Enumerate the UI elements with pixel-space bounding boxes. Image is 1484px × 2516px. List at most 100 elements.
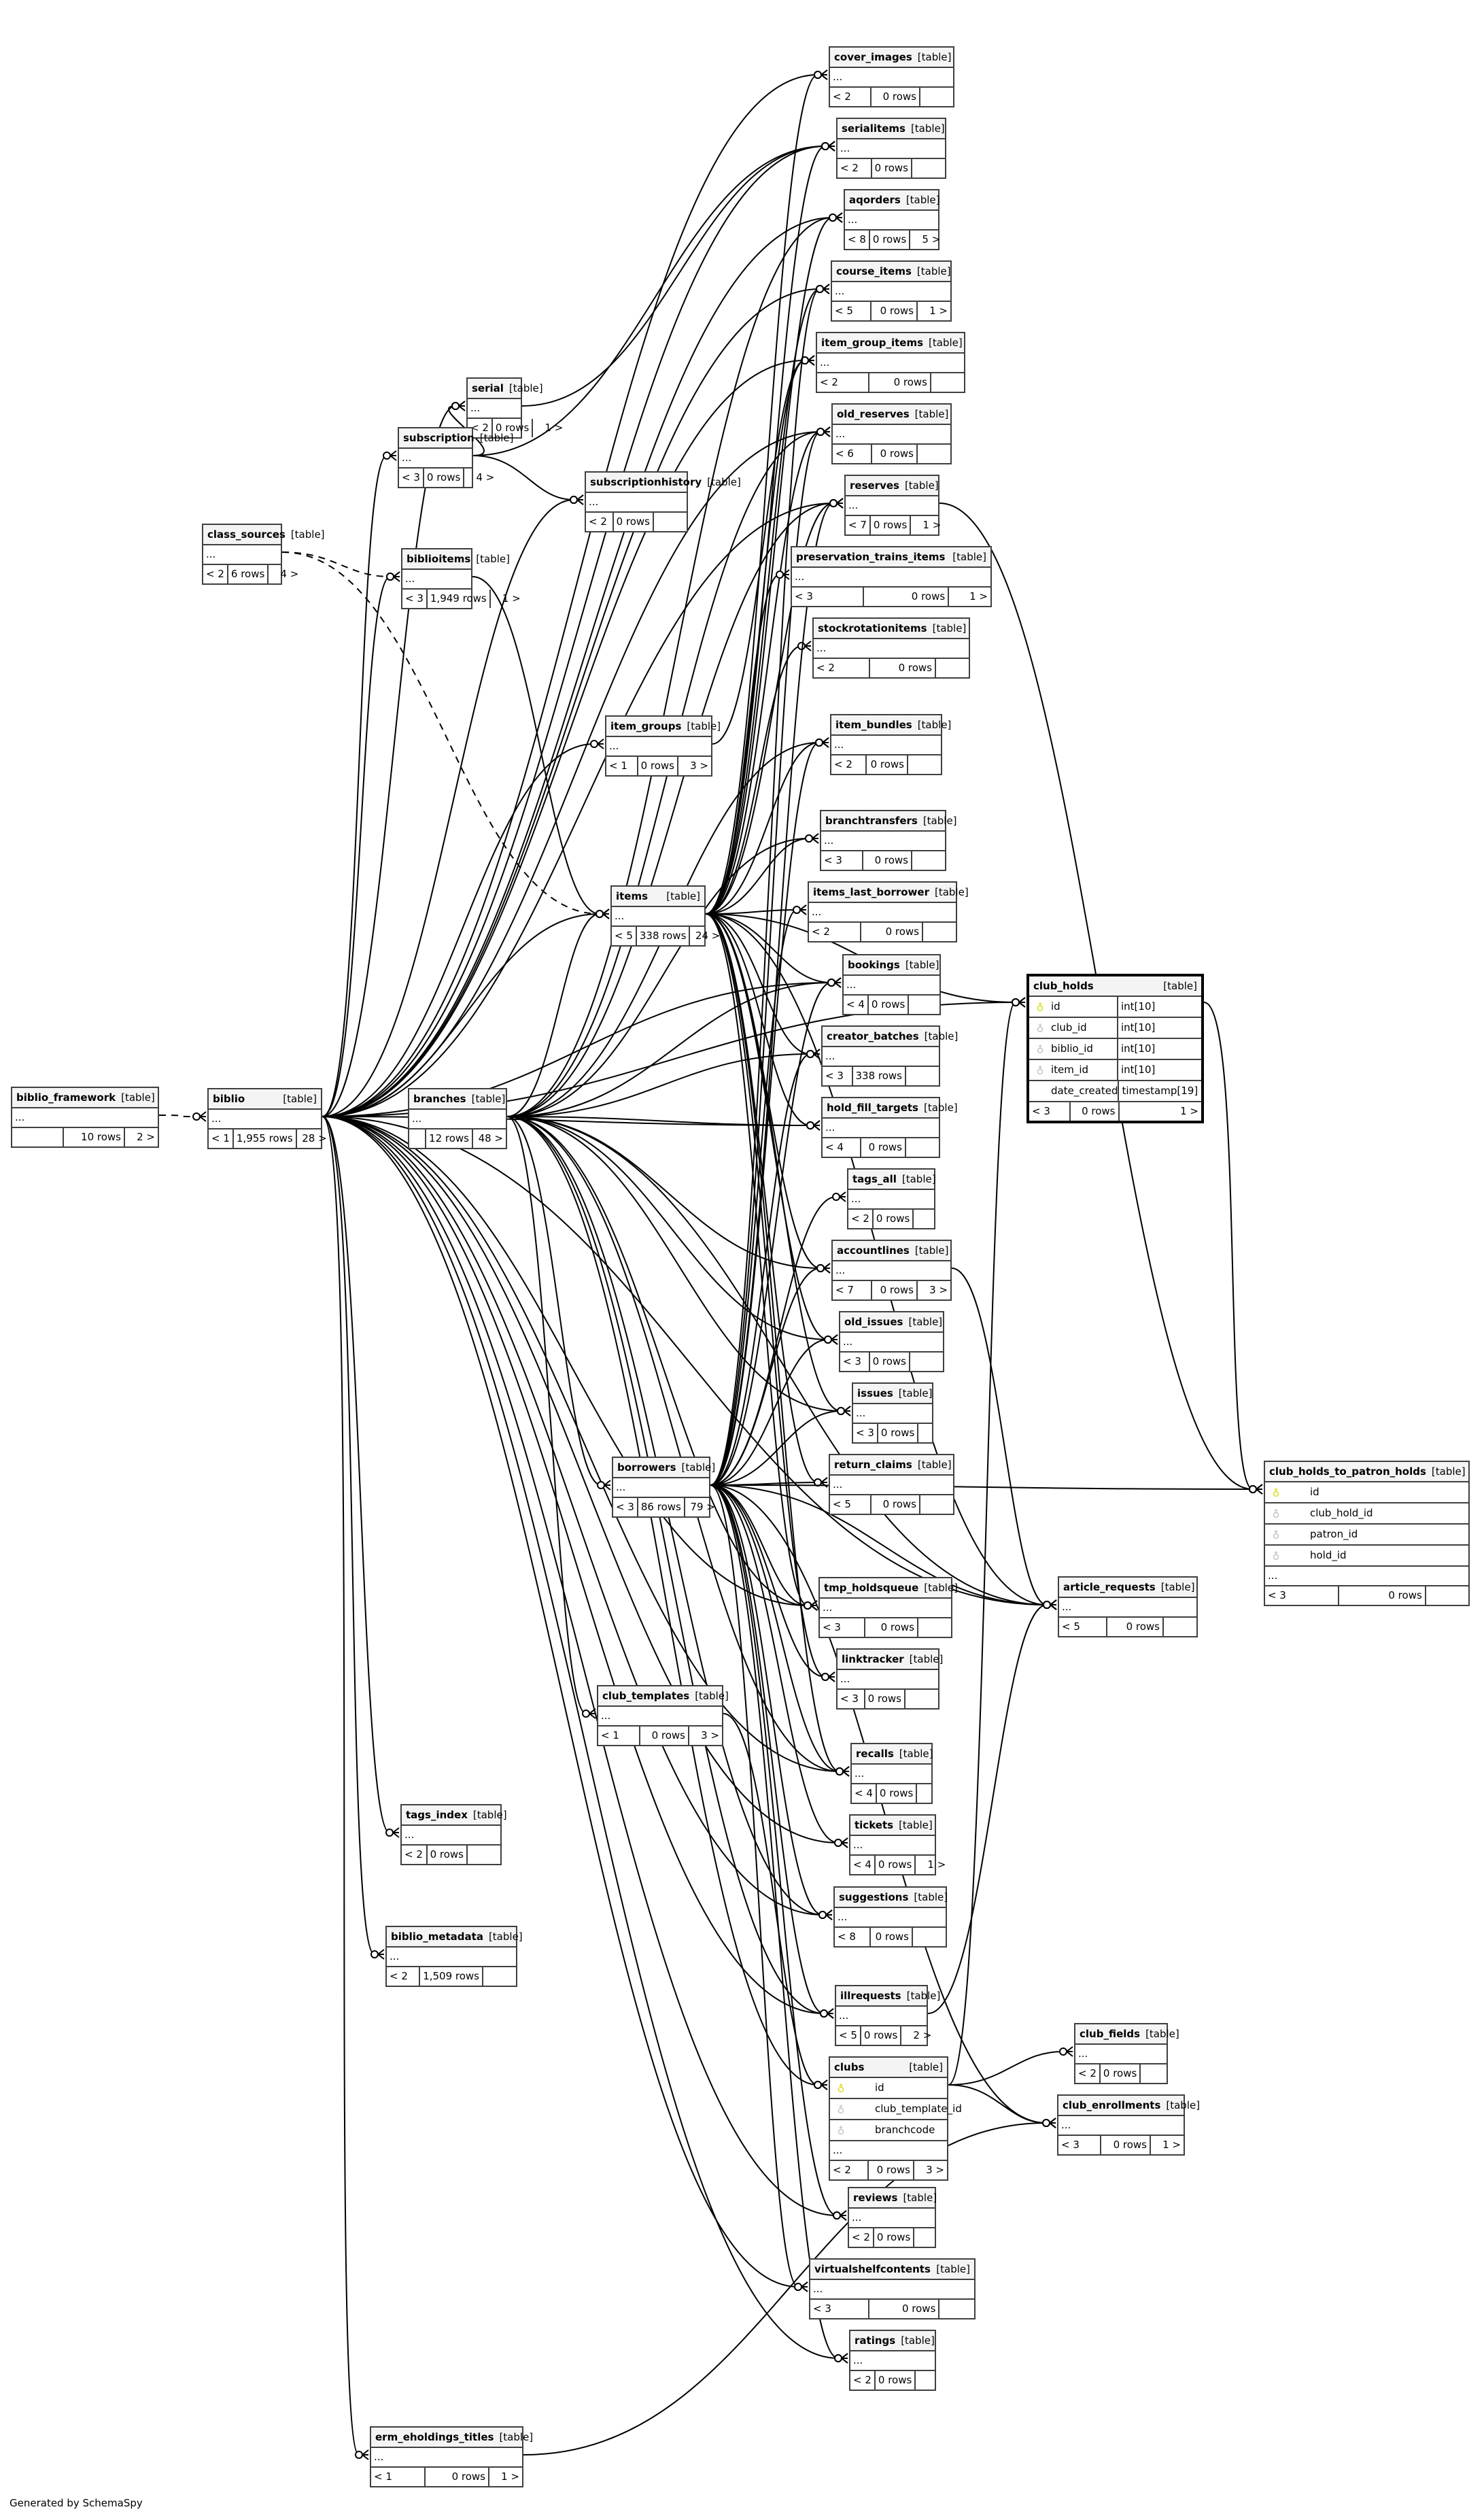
more-columns[interactable]: ... — [838, 1670, 938, 1690]
more-columns[interactable]: ... — [402, 570, 471, 590]
children-count[interactable] — [936, 659, 969, 677]
children-count[interactable] — [468, 1846, 500, 1864]
column-row[interactable]: ♀ club_hold_id — [1265, 1503, 1468, 1525]
more-columns[interactable]: ... — [830, 1476, 953, 1495]
parents-count[interactable]: < 3 — [821, 851, 863, 870]
table-club_holds[interactable]: club_holds [table] ♀ id int[10] ♀ club_i… — [1026, 974, 1204, 1123]
children-count[interactable]: 48 > — [478, 1132, 503, 1144]
children-count[interactable] — [916, 2371, 948, 2390]
table-illrequests[interactable]: illrequests [table] ... < 5 0 rows 2 > — [835, 1985, 940, 2046]
table-tags_all[interactable]: tags_all [table] ... < 2 0 rows — [847, 1168, 936, 1229]
children-count[interactable] — [1164, 1618, 1196, 1636]
parents-count[interactable]: < 5 — [612, 927, 637, 945]
more-columns[interactable]: ... — [848, 1190, 934, 1210]
parents-count[interactable]: < 8 — [845, 231, 870, 249]
more-columns[interactable]: ... — [835, 1908, 946, 1928]
parents-count[interactable]: < 2 — [1075, 2064, 1101, 2083]
table-return_claims[interactable]: return_claims [table] ... < 5 0 rows — [829, 1454, 954, 1515]
parents-count[interactable]: < 3 — [840, 1353, 870, 1371]
table-items[interactable]: items [table] ... < 5 338 rows 24 > — [610, 885, 720, 947]
table-item_group_items[interactable]: item_group_items [table] ... < 2 0 rows — [816, 332, 965, 393]
children-count[interactable]: 28 > — [302, 1132, 327, 1144]
more-columns[interactable]: ... — [849, 2209, 935, 2228]
table-creator_batches[interactable]: creator_batches [table] ... < 3 338 rows — [821, 1025, 958, 1087]
table-stockrotationitems[interactable]: stockrotationitems [table] ... < 2 0 row… — [812, 617, 970, 679]
table-virtualshelfcontents[interactable]: virtualshelfcontents [table] ... < 3 0 r… — [809, 2258, 976, 2319]
more-columns[interactable]: ... — [830, 2141, 947, 2161]
table-tmp_holdsqueue[interactable]: tmp_holdsqueue [table] ... < 3 0 rows — [818, 1577, 958, 1638]
more-columns[interactable]: ... — [409, 1110, 506, 1129]
table-reserves[interactable]: reserves [table] ... < 7 0 rows 1 > — [844, 475, 941, 536]
table-subscriptionhistory[interactable]: subscriptionhistory [table] ... < 2 0 ro… — [585, 471, 741, 532]
children-count[interactable]: 4 > — [280, 568, 299, 580]
table-bookings[interactable]: bookings [table] ... < 4 0 rows — [842, 954, 941, 1015]
table-biblioitems[interactable]: biblioitems [table] ... < 3 1,949 rows 1… — [401, 548, 521, 609]
children-count[interactable]: 1 > — [1162, 2139, 1181, 2151]
more-columns[interactable]: ... — [1058, 2116, 1184, 2136]
table-branches[interactable]: branches [table] ... 12 rows 48 > — [408, 1088, 507, 1149]
parents-count[interactable]: < 3 — [810, 2300, 870, 2318]
parents-count[interactable]: < 2 — [838, 159, 872, 177]
children-count[interactable]: 24 > — [695, 930, 721, 942]
table-erm_eholdings_titles[interactable]: erm_eholdings_titles [table] ... < 1 0 r… — [370, 2426, 533, 2487]
children-count[interactable] — [483, 1967, 516, 1986]
more-columns[interactable]: ... — [823, 1119, 939, 1138]
children-count[interactable]: 4 > — [476, 471, 495, 483]
children-count[interactable]: 3 > — [926, 2164, 944, 2176]
table-items_last_borrower[interactable]: items_last_borrower [table] ... < 2 0 ro… — [808, 881, 969, 942]
children-count[interactable]: 1 > — [545, 422, 564, 434]
children-count[interactable] — [1426, 1586, 1468, 1605]
table-tickets[interactable]: tickets [table] ... < 4 0 rows 1 > — [849, 1814, 946, 1875]
more-columns[interactable]: ... — [606, 737, 711, 757]
table-hold_fill_targets[interactable]: hold_fill_targets [table] ... < 4 0 rows — [821, 1097, 958, 1158]
parents-count[interactable]: < 2 — [831, 755, 867, 774]
table-article_requests[interactable]: article_requests [table] ... < 5 0 rows — [1058, 1576, 1198, 1637]
children-count[interactable] — [1141, 2064, 1173, 2083]
table-issues[interactable]: issues [table] ... < 3 0 rows — [852, 1382, 933, 1444]
children-count[interactable]: 5 > — [922, 233, 941, 245]
more-columns[interactable]: ... — [836, 2007, 927, 2026]
parents-count[interactable]: < 2 — [387, 1967, 421, 1986]
children-count[interactable] — [914, 2228, 947, 2247]
parents-count[interactable]: < 4 — [852, 1784, 877, 1803]
more-columns[interactable]: ... — [846, 496, 938, 516]
children-count[interactable] — [918, 1618, 951, 1637]
table-biblio_metadata[interactable]: biblio_metadata [table] ... < 2 1,509 ro… — [385, 1926, 523, 1987]
parents-count[interactable]: < 8 — [835, 1928, 872, 1946]
more-columns[interactable]: ... — [821, 832, 945, 851]
more-columns[interactable]: ... — [844, 976, 939, 996]
parents-count[interactable]: < 5 — [1059, 1618, 1107, 1636]
children-count[interactable] — [905, 1690, 938, 1708]
more-columns[interactable]: ... — [613, 1478, 709, 1498]
children-count[interactable]: 2 > — [913, 2029, 932, 2041]
more-columns[interactable]: ... — [830, 68, 953, 88]
more-columns[interactable]: ... — [840, 1333, 943, 1353]
parents-count[interactable]: < 2 — [814, 659, 870, 677]
children-count[interactable] — [920, 1495, 953, 1514]
children-count[interactable]: 1 > — [502, 592, 521, 605]
more-columns[interactable]: ... — [399, 449, 472, 469]
more-columns[interactable]: ... — [12, 1108, 158, 1128]
children-count[interactable]: 1 > — [927, 1858, 946, 1871]
children-count[interactable]: 1 > — [501, 2470, 519, 2483]
parents-count[interactable]: < 2 — [809, 923, 862, 941]
children-count[interactable] — [912, 851, 945, 870]
more-columns[interactable]: ... — [203, 545, 281, 565]
more-columns[interactable]: ... — [387, 1948, 516, 1967]
parents-count[interactable]: < 3 — [399, 469, 424, 487]
parents-count[interactable]: < 2 — [468, 419, 493, 437]
column-row[interactable]: ♀ id — [830, 2078, 947, 2099]
more-columns[interactable]: ... — [1075, 2045, 1167, 2064]
parents-count[interactable]: < 6 — [833, 445, 872, 463]
table-accountlines[interactable]: accountlines [table] ... < 7 0 rows 3 > — [831, 1240, 952, 1301]
more-columns[interactable]: ... — [468, 399, 521, 419]
children-count[interactable] — [917, 1784, 950, 1803]
more-columns[interactable]: ... — [852, 1765, 931, 1784]
children-count[interactable] — [908, 755, 941, 774]
more-columns[interactable]: ... — [820, 1599, 951, 1618]
children-count[interactable] — [918, 445, 950, 463]
more-columns[interactable]: ... — [853, 1404, 932, 1424]
parents-count[interactable] — [12, 1128, 65, 1146]
parents-count[interactable]: < 2 — [586, 513, 614, 531]
parents-count[interactable]: < 3 — [1265, 1586, 1339, 1605]
